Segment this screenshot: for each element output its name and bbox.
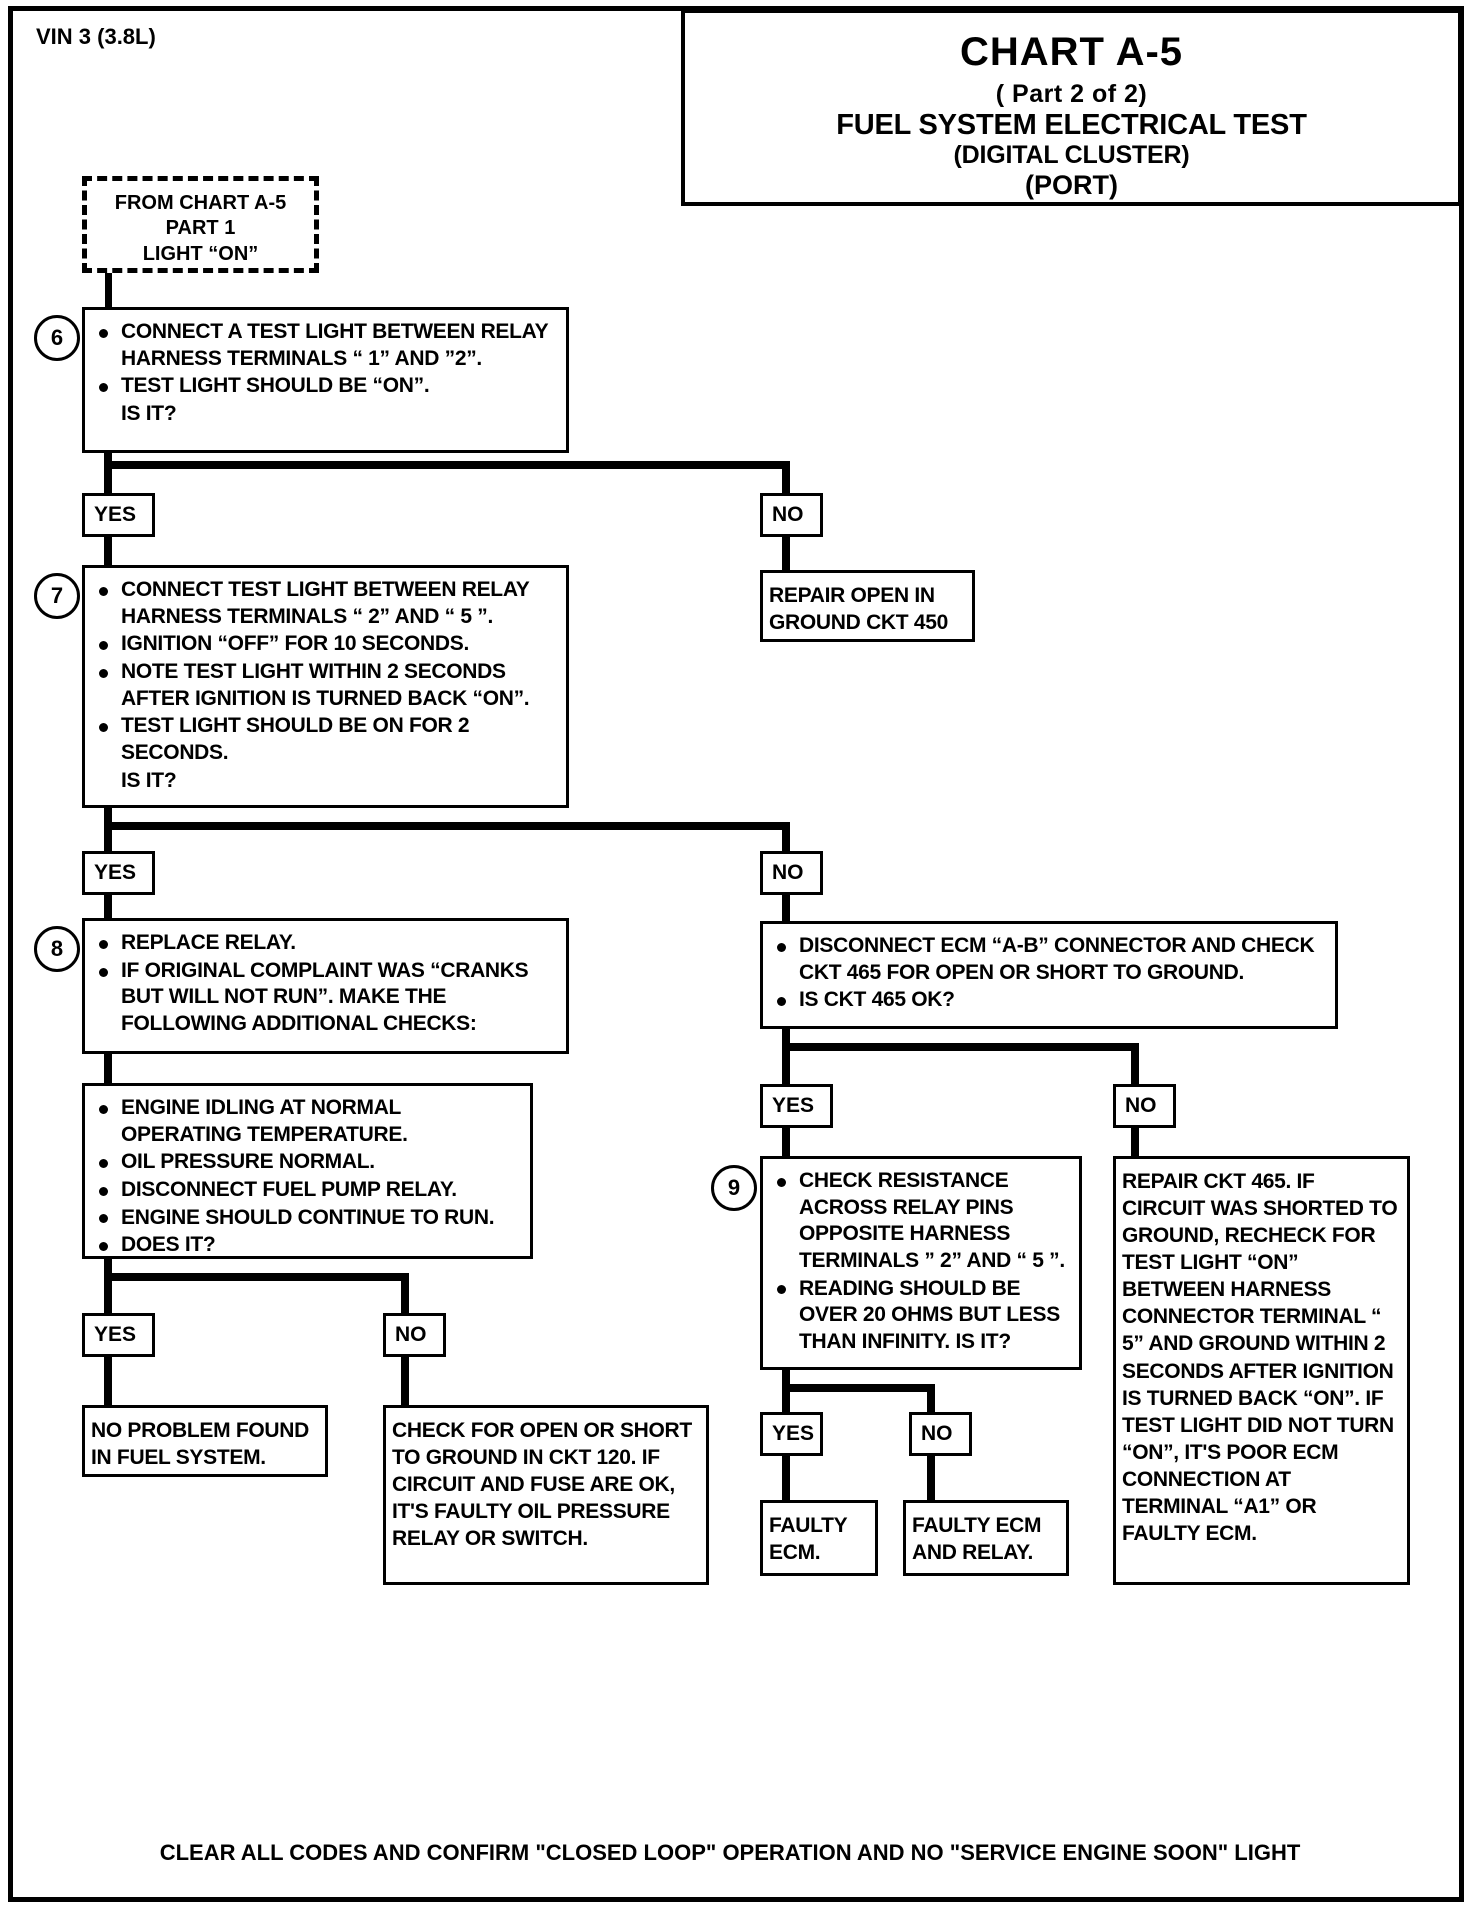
result-faulty-ecm-text: FAULTY ECM. [769,1514,847,1565]
result-repair-ground-450: REPAIR OPEN IN GROUND CKT 450 [760,570,975,642]
connector-checks-no-down [401,1273,409,1317]
connector-checks-horizontal [104,1273,409,1281]
result-faulty-ecm: FAULTY ECM. [760,1500,878,1576]
step-9-bullets: CHECK RESISTANCE ACROSS RELAY PINS OPPOS… [769,1168,1071,1356]
ecm-no-label: NO [1113,1084,1176,1128]
connector-checks-yes-to-result [104,1357,112,1409]
step-7-bullets: CONNECT TEST LIGHT BETWEEN RELAY HARNESS… [91,577,558,794]
step-7-bullet-3: NOTE TEST LIGHT WITHIN 2 SECONDS AFTER I… [91,659,558,712]
step-8-additional-bullets: ENGINE IDLING AT NORMAL OPERATING TEMPER… [91,1095,522,1259]
checks-no-label: NO [383,1313,446,1357]
step-marker-9: 9 [711,1165,757,1211]
connector-step6-down [104,453,112,493]
connector-step9-yes-to-result [782,1456,790,1504]
step9-no-label: NO [909,1412,972,1456]
connector-entry-to-step6 [105,273,112,309]
connector-ecm-yes-to-step9 [782,1128,790,1157]
step-7-box: CONNECT TEST LIGHT BETWEEN RELAY HARNESS… [82,565,569,808]
ecm-check-bullet-2: IS CKT 465 OK? [769,987,1327,1014]
entry-node: FROM CHART A-5 PART 1 LIGHT “ON” [82,176,319,273]
step-6-box: CONNECT A TEST LIGHT BETWEEN RELAY HARNE… [82,307,569,453]
result-no-problem-found: NO PROBLEM FOUND IN FUEL SYSTEM. [82,1405,328,1477]
result-check-ckt-120-text: CHECK FOR OPEN OR SHORT TO GROUND IN CKT… [392,1419,692,1551]
step-6-bullet-1: CONNECT A TEST LIGHT BETWEEN RELAY HARNE… [91,319,558,372]
chart-subtitle-2: (DIGITAL CLUSTER) [953,140,1190,169]
connector-step6-no-down [782,461,790,493]
step-8-additional-bullet-4: ENGINE SHOULD CONTINUE TO RUN. [91,1205,522,1232]
step-6-question: IS IT? [121,401,177,425]
entry-line-3: LIGHT “ON” [142,242,259,265]
entry-line-2: PART 1 [165,217,236,240]
connector-step7-yes-to-step8 [104,895,112,920]
connector-step7-no-to-ecm [782,895,790,921]
connector-step9-horizontal [782,1384,935,1392]
result-repair-ground-450-text: REPAIR OPEN IN GROUND CKT 450 [769,584,948,635]
chart-part: ( Part 2 of 2) [995,80,1148,108]
title-block: CHART A-5 ( Part 2 of 2) FUEL SYSTEM ELE… [681,9,1462,206]
step-9-bullet-2: READING SHOULD BE OVER 20 OHMS BUT LESS … [769,1276,1071,1356]
page-border [8,6,1464,1902]
step-8-additional-bullet-3: DISCONNECT FUEL PUMP RELAY. [91,1177,522,1204]
chart-title: CHART A-5 [959,30,1184,74]
connector-step9-down [782,1370,790,1415]
chart-subtitle-3: (PORT) [1025,169,1118,200]
step-7-bullet-1: CONNECT TEST LIGHT BETWEEN RELAY HARNESS… [91,577,558,630]
step-8-bullet-1: REPLACE RELAY. [91,930,558,957]
connector-step9-no-down [927,1384,935,1415]
step-7-question: IS IT? [121,768,177,792]
step-7-bullet-2: IGNITION “OFF” FOR 10 SECONDS. [91,631,558,658]
connector-ecm-no-down [1131,1043,1139,1087]
ecm-check-box: DISCONNECT ECM “A-B” CONNECTOR AND CHECK… [760,921,1338,1029]
page-footer: CLEAR ALL CODES AND CONFIRM "CLOSED LOOP… [159,1840,1301,1865]
step9-yes-label: YES [760,1412,823,1456]
connector-ecm-horizontal [782,1043,1139,1051]
step-9-bullet-1: CHECK RESISTANCE ACROSS RELAY PINS OPPOS… [769,1168,1071,1275]
step-marker-6: 6 [34,315,80,361]
step-8-box: REPLACE RELAY. IF ORIGINAL COMPLAINT WAS… [82,918,569,1054]
checks-yes-label: YES [82,1313,155,1357]
step7-no-label: NO [760,851,823,895]
step-6-bullet-2: TEST LIGHT SHOULD BE “ON”. [91,373,558,400]
step-8-additional-bullet-1: ENGINE IDLING AT NORMAL OPERATING TEMPER… [91,1095,522,1148]
step-9-box: CHECK RESISTANCE ACROSS RELAY PINS OPPOS… [760,1156,1082,1370]
connector-step7-no-down [782,822,790,855]
connector-step7-down [104,808,112,855]
step-8-additional-checks-box: ENGINE IDLING AT NORMAL OPERATING TEMPER… [82,1083,533,1259]
connector-step6-yes-to-step7 [104,537,112,565]
connector-step6-no-to-repair [782,537,790,574]
ecm-yes-label: YES [760,1084,833,1128]
step-7-bullet-4: TEST LIGHT SHOULD BE ON FOR 2 SECONDS. [91,713,558,766]
step-8-additional-bullet-5: DOES IT? [91,1232,522,1259]
step6-yes-label: YES [82,493,155,537]
result-faulty-ecm-and-relay-text: FAULTY ECM AND RELAY. [912,1514,1042,1565]
connector-checks-down [104,1259,112,1317]
result-faulty-ecm-and-relay: FAULTY ECM AND RELAY. [903,1500,1069,1576]
connector-step8-to-checks [104,1054,112,1086]
connector-checks-no-to-result [401,1357,409,1409]
vin-label: VIN 3 (3.8L) [36,24,156,49]
step-8-bullets: REPLACE RELAY. IF ORIGINAL COMPLAINT WAS… [91,930,558,1038]
step-8-bullet-2: IF ORIGINAL COMPLAINT WAS “CRANKS BUT WI… [91,958,558,1038]
result-no-problem-found-text: NO PROBLEM FOUND IN FUEL SYSTEM. [91,1419,310,1470]
connector-ecm-no-to-repair465 [1131,1128,1139,1157]
ecm-check-bullet-1: DISCONNECT ECM “A-B” CONNECTOR AND CHECK… [769,933,1327,986]
connector-step9-no-to-result [927,1456,935,1504]
step6-no-label: NO [760,493,823,537]
chart-subtitle-1: FUEL SYSTEM ELECTRICAL TEST [836,108,1307,141]
result-repair-ckt-465: REPAIR CKT 465. IF CIRCUIT WAS SHORTED T… [1113,1156,1410,1585]
entry-line-1: FROM CHART A-5 [114,192,287,214]
connector-step7-horizontal [104,822,790,830]
step-marker-7: 7 [34,573,80,619]
connector-step6-horizontal [104,461,790,469]
ecm-check-bullets: DISCONNECT ECM “A-B” CONNECTOR AND CHECK… [769,933,1327,1014]
step7-yes-label: YES [82,851,155,895]
step-marker-8: 8 [34,926,80,972]
result-repair-ckt-465-text: REPAIR CKT 465. IF CIRCUIT WAS SHORTED T… [1122,1170,1398,1546]
connector-ecm-down [782,1029,790,1088]
step-6-bullets: CONNECT A TEST LIGHT BETWEEN RELAY HARNE… [91,319,558,428]
result-check-ckt-120: CHECK FOR OPEN OR SHORT TO GROUND IN CKT… [383,1405,709,1585]
step-8-additional-bullet-2: OIL PRESSURE NORMAL. [91,1149,522,1176]
